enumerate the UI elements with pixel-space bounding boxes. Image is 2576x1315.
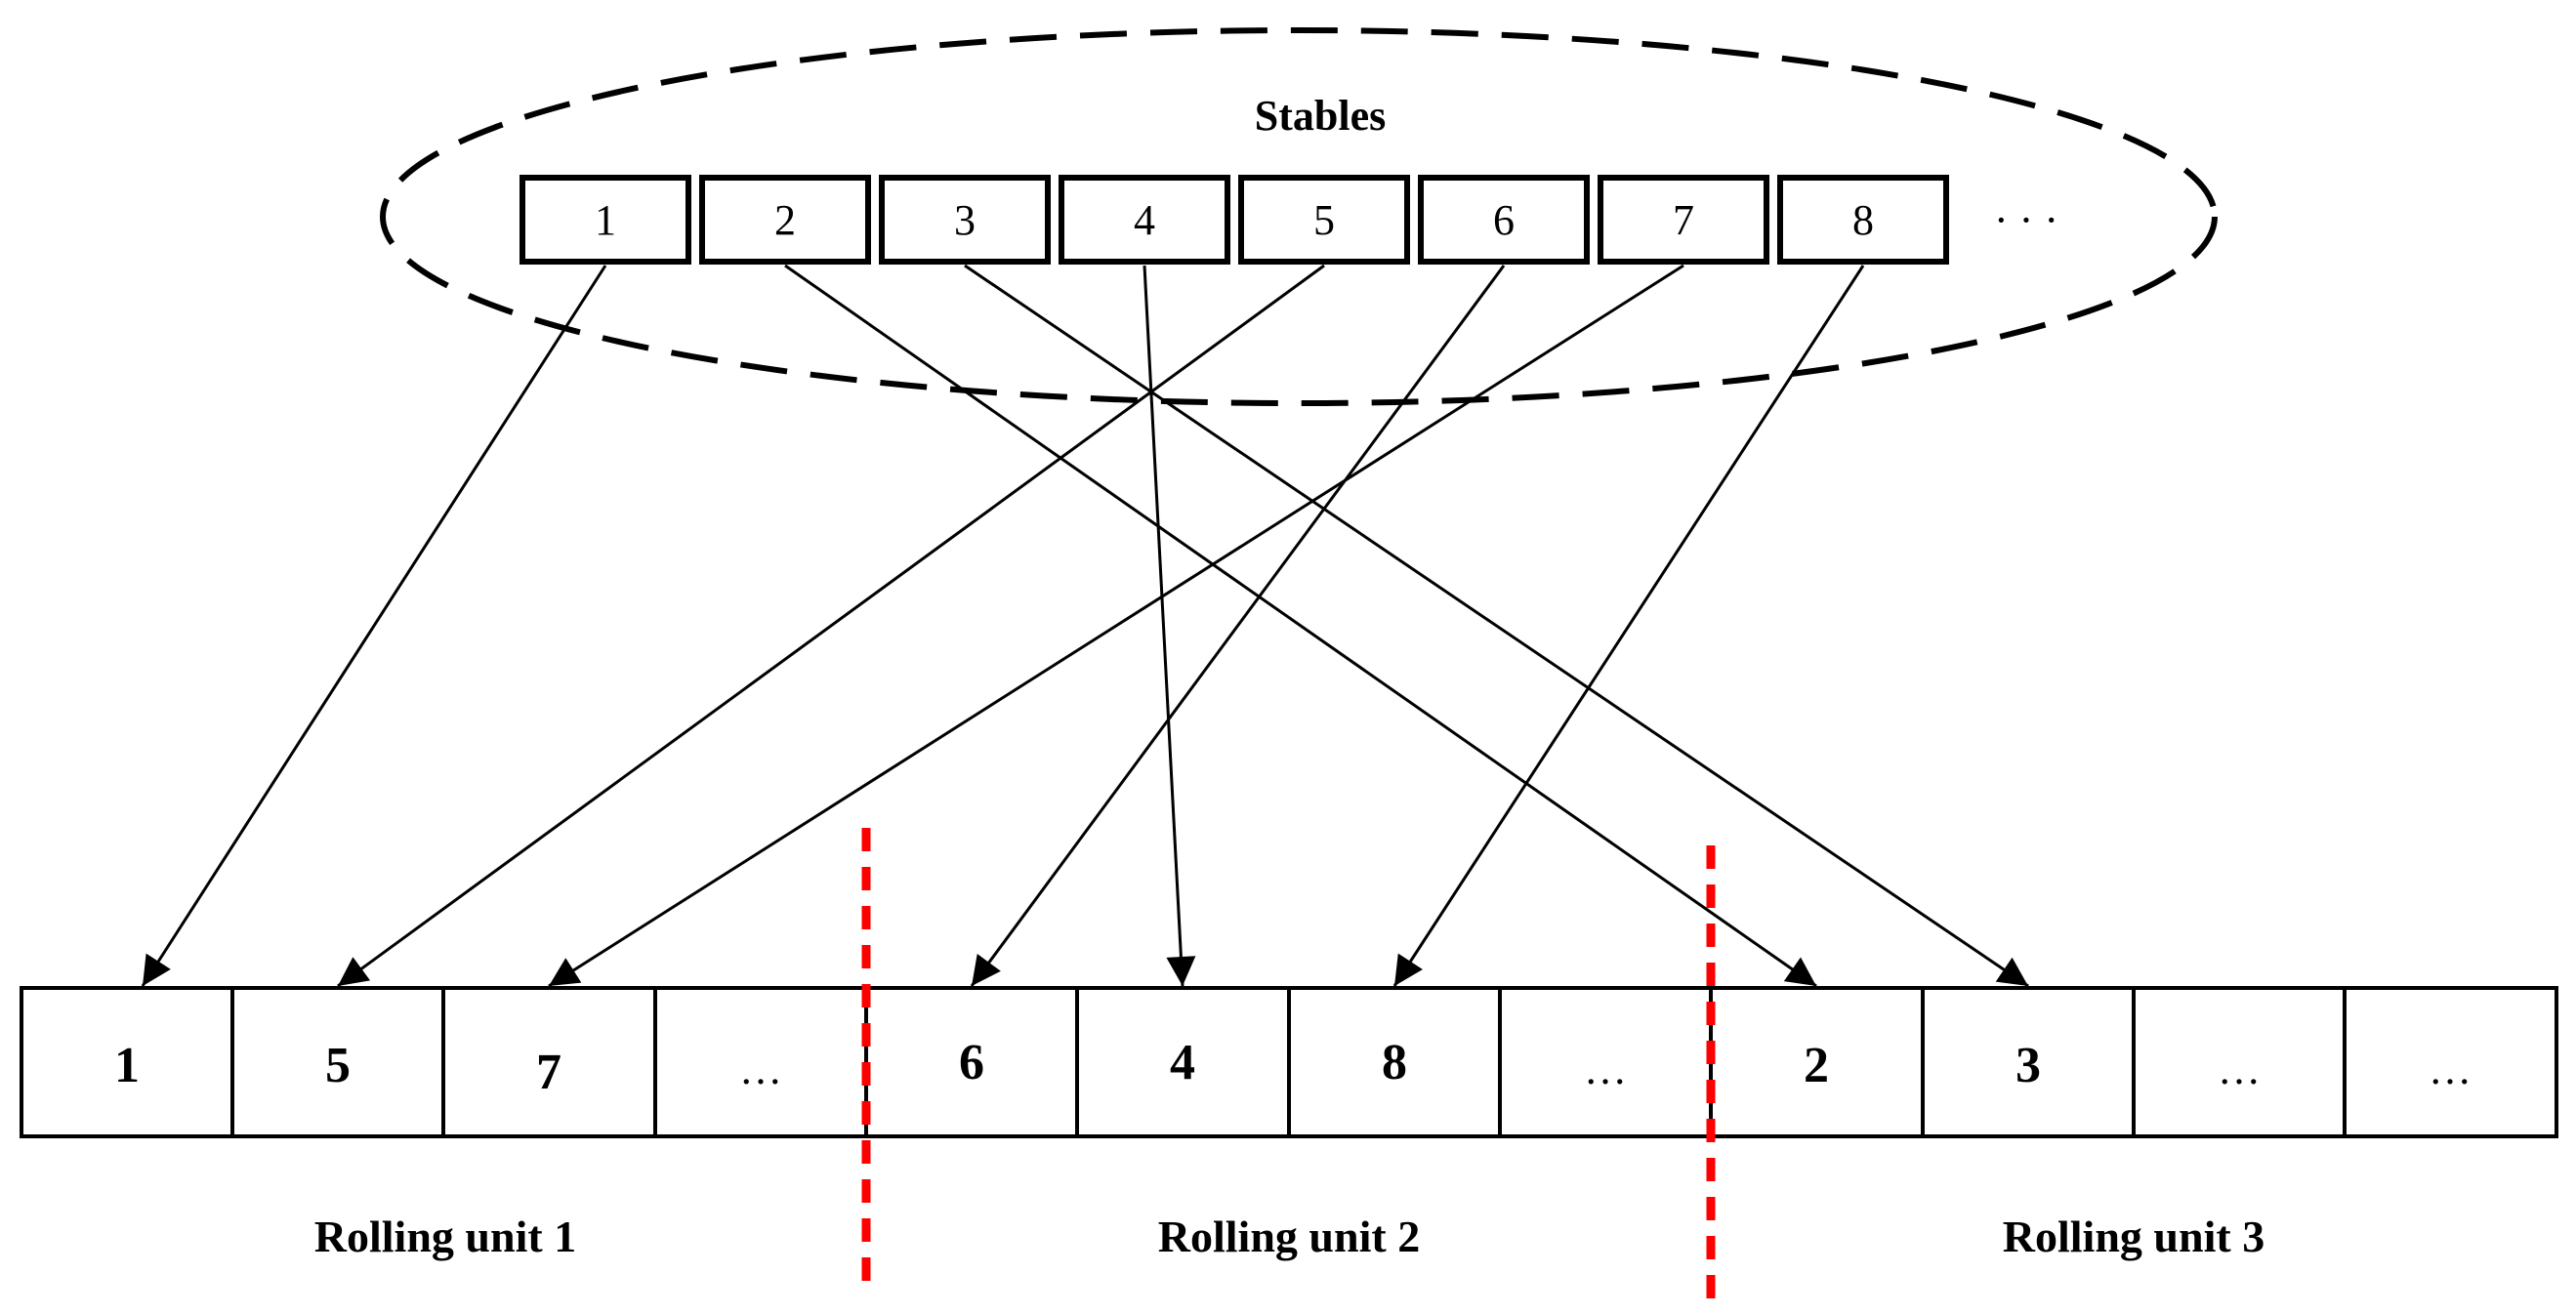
stable-label-8: 8 — [1852, 196, 1874, 244]
stables-group-ellipse — [380, 27, 2218, 406]
arrow-stable-7 — [548, 264, 1684, 988]
row-slot-label-8: … — [1584, 1046, 1627, 1093]
stable-box-3 — [879, 175, 1051, 265]
row-slot-box — [1498, 986, 1713, 1138]
stable-boxes — [519, 175, 1949, 265]
rolling-unit-label-2: Rolling unit 2 — [1158, 1212, 1420, 1261]
row-slot-label-9: 2 — [1804, 1038, 1829, 1093]
arrow-stable-5 — [337, 264, 1325, 988]
stable-label-5: 5 — [1313, 196, 1335, 244]
stable-label-3: 3 — [954, 196, 976, 244]
row-slot-box — [2132, 986, 2347, 1138]
row-slot-label-12: … — [2429, 1046, 2472, 1093]
row-slot-box — [230, 986, 445, 1138]
arrow-stable-1 — [141, 265, 607, 987]
stable-labels: 1 2 3 4 5 6 7 8 · · · — [595, 196, 2058, 244]
stables-title: Stables — [1255, 92, 1386, 140]
row-slot-label-1: 1 — [114, 1038, 140, 1093]
stable-box-6 — [1418, 175, 1590, 265]
stables-ellipsis: · · · — [1994, 196, 2058, 244]
row-slot-label-10: 3 — [2015, 1038, 2041, 1093]
stable-box-4 — [1059, 175, 1230, 265]
row-slot-box — [1287, 986, 1502, 1138]
assignment-arrows — [141, 264, 2029, 988]
arrow-stable-4 — [1143, 265, 1196, 987]
stable-box-5 — [1238, 175, 1410, 265]
rolling-unit-label-1: Rolling unit 1 — [314, 1212, 576, 1261]
arrow-stable-6 — [970, 265, 1506, 987]
arrow-stable-3 — [964, 264, 2029, 988]
stable-label-2: 2 — [774, 196, 796, 244]
row-slot-box — [653, 986, 868, 1138]
stable-box-7 — [1598, 175, 1769, 265]
stable-label-4: 4 — [1134, 196, 1155, 244]
arrow-stable-8 — [1392, 265, 1865, 987]
row-slot-label-2: 5 — [325, 1038, 351, 1093]
rolling-unit-label-3: Rolling unit 3 — [2003, 1212, 2264, 1261]
row-slot-label-6: 4 — [1170, 1035, 1195, 1090]
stable-label-1: 1 — [595, 196, 616, 244]
stable-label-7: 7 — [1673, 196, 1694, 244]
stable-box-8 — [1777, 175, 1949, 265]
row-slot-label-11: … — [2218, 1046, 2261, 1093]
row-slot-label-5: 6 — [959, 1035, 984, 1090]
row-slot-box — [2343, 986, 2558, 1138]
row-slot-box — [20, 986, 234, 1138]
row-slot-label-7: 8 — [1382, 1035, 1407, 1090]
row-boxes — [20, 986, 2558, 1138]
row-slot-label-3: 7 — [536, 1045, 561, 1100]
row-slot-box — [1709, 986, 1925, 1138]
row-slot-box — [1921, 986, 2136, 1138]
stable-label-6: 6 — [1493, 196, 1515, 244]
row-slot-box — [1075, 986, 1291, 1138]
row-slot-label-4: … — [739, 1046, 782, 1093]
arrow-stable-2 — [784, 264, 1817, 988]
stable-box-2 — [699, 175, 871, 265]
row-labels: 1 5 7 … 6 4 8 … 2 3 … … — [114, 1035, 2472, 1100]
stable-box-1 — [519, 175, 691, 265]
